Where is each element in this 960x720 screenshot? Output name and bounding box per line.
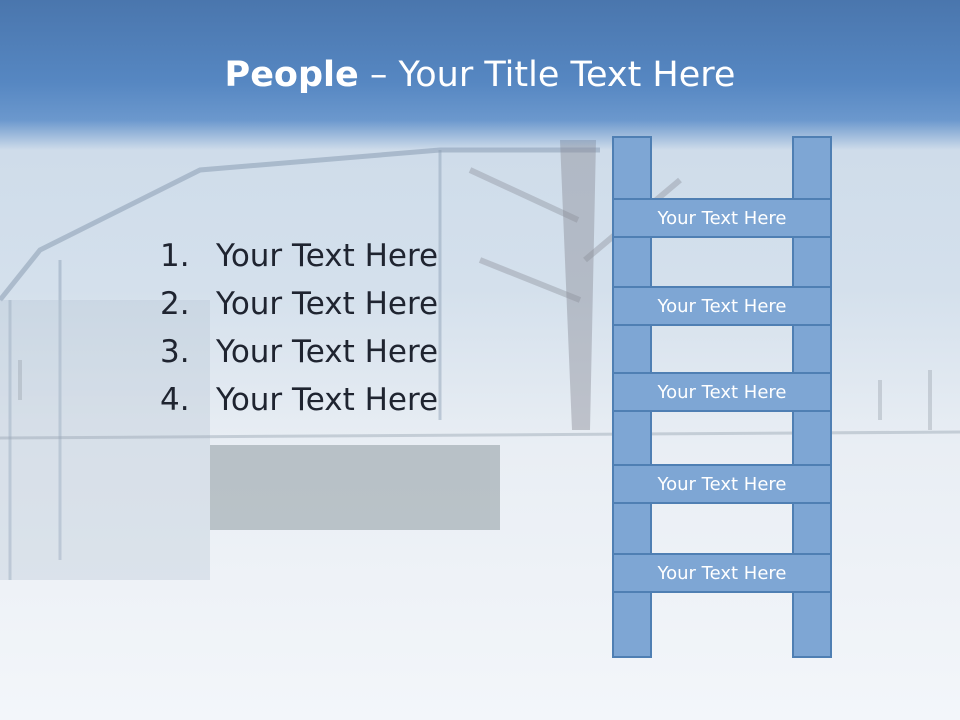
list-number: 1. [160,238,190,274]
list-item: 1. Your Text Here [160,232,438,280]
ladder-rung: Your Text Here [612,464,832,504]
list-item: 3. Your Text Here [160,328,438,376]
title-bold: People [224,55,359,95]
list-number: 2. [160,286,190,322]
ladder-rung: Your Text Here [612,286,832,326]
ladder-rung-text: Your Text Here [657,295,787,317]
list-text: Your Text Here [216,334,439,370]
numbered-list: 1. Your Text Here 2. Your Text Here 3. Your… [160,232,438,424]
slide-title: People – Your Title Text Here [0,52,960,98]
title-bar [0,0,960,150]
list-item: 2. Your Text Here [160,280,438,328]
list-text: Your Text Here [216,286,439,322]
ladder-rung: Your Text Here [612,553,832,593]
ladder-rung-text: Your Text Here [657,562,787,584]
list-text: Your Text Here [216,238,439,274]
list-number: 3. [160,334,190,370]
ladder-rung: Your Text Here [612,198,832,238]
list-item: 4. Your Text Here [160,376,438,424]
ladder-rung: Your Text Here [612,372,832,412]
list-number: 4. [160,382,190,418]
ladder-rung-text: Your Text Here [657,381,787,403]
ladder-rung-text: Your Text Here [657,473,787,495]
ladder-rung-text: Your Text Here [657,207,787,229]
list-text: Your Text Here [216,382,439,418]
title-rest: – Your Title Text Here [358,55,736,95]
